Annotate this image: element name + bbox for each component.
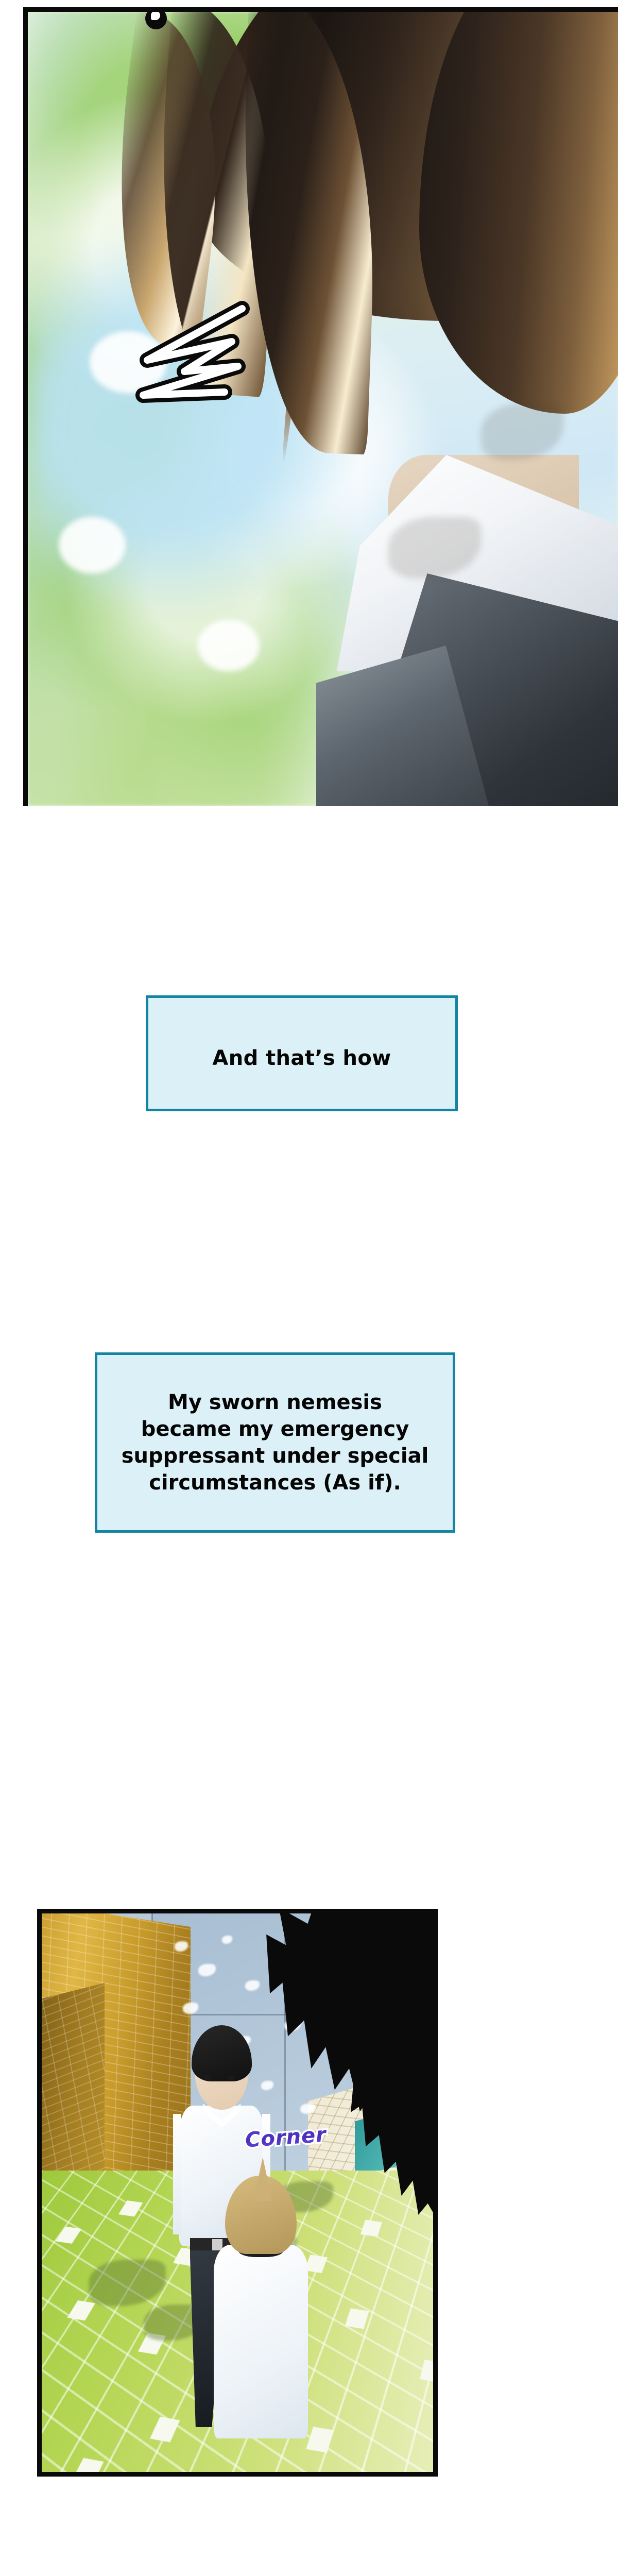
wall-seam — [284, 1913, 286, 2260]
sun-dapple — [175, 1941, 188, 1952]
sun-dapple — [300, 2103, 316, 2114]
panel-bottom-alley: Corner Corner — [37, 1909, 438, 2477]
zigzag-swoosh-icon — [135, 301, 250, 403]
bokeh-glow — [59, 517, 126, 573]
sun-dapple — [198, 1963, 216, 1976]
belt-buckle — [212, 2239, 223, 2253]
sun-dapple — [182, 2003, 198, 2014]
white-tshirt — [214, 2245, 308, 2439]
sun-dapple — [261, 2081, 273, 2091]
eye-left — [203, 2075, 211, 2080]
hair-mass-right — [419, 12, 618, 414]
wall-seam — [151, 2014, 347, 2016]
dark-hair — [192, 2025, 252, 2082]
accent-dot-icon — [145, 12, 167, 29]
character-short-blond-hair — [214, 2157, 308, 2472]
left-arm — [173, 2113, 182, 2234]
bokeh-glow — [198, 620, 260, 671]
panel-top-closeup — [23, 7, 618, 806]
sun-dapple — [221, 1936, 232, 1944]
narration-text-1: And that’s how — [212, 1046, 391, 1070]
narration-box-1: And that’s how — [146, 995, 458, 1111]
sun-dapple — [245, 1980, 260, 1991]
eye-right — [227, 2075, 235, 2080]
